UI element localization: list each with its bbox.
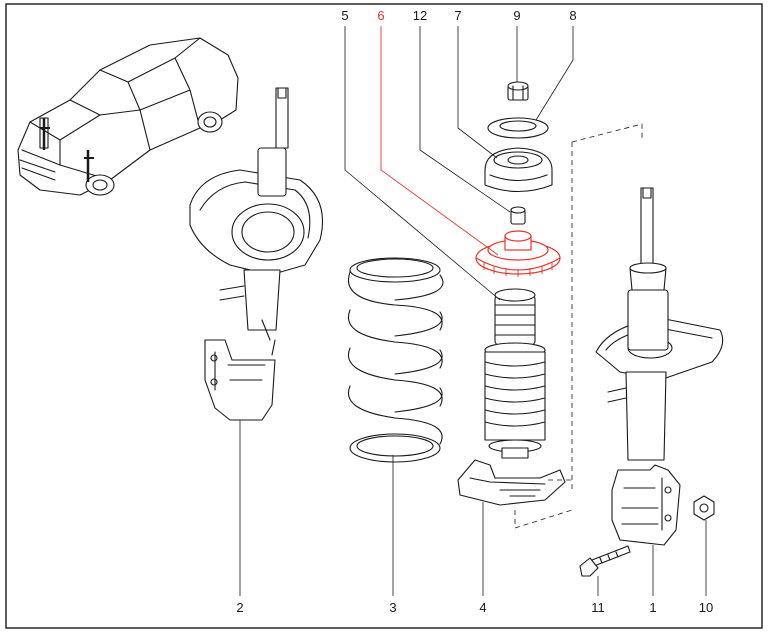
- strut-assembly-left: [189, 87, 324, 421]
- callout-10: 10: [699, 600, 713, 615]
- diagram-border: [5, 3, 763, 629]
- bolt: [579, 545, 631, 577]
- coil-spring: [348, 257, 444, 463]
- callout-2: 2: [236, 600, 243, 615]
- assembly-dashed-bracket: [514, 123, 643, 529]
- callout-6-highlighted: 6: [377, 8, 384, 23]
- bump-stop-and-dust-boot: [484, 288, 546, 459]
- callout-3: 3: [389, 600, 396, 615]
- callout-1: 1: [649, 600, 656, 615]
- callout-9: 9: [513, 8, 520, 23]
- strut-assembly-right: [595, 187, 724, 546]
- bearing-plate-highlighted: [475, 230, 561, 277]
- nut: [693, 495, 715, 521]
- callout-4: 4: [479, 600, 486, 615]
- upper-mount-stack: [475, 81, 561, 277]
- leader-lines: [239, 26, 707, 596]
- callout-12: 12: [413, 8, 427, 23]
- callout-5: 5: [341, 8, 348, 23]
- callout-labels: 5 6 12 7 9 8 2 3 4 11 1 10: [236, 8, 713, 615]
- callout-8: 8: [569, 8, 576, 23]
- callout-11: 11: [591, 600, 605, 615]
- car-locator-illustration: [17, 37, 239, 196]
- lower-spring-seat: [457, 459, 566, 506]
- callout-7: 7: [454, 8, 461, 23]
